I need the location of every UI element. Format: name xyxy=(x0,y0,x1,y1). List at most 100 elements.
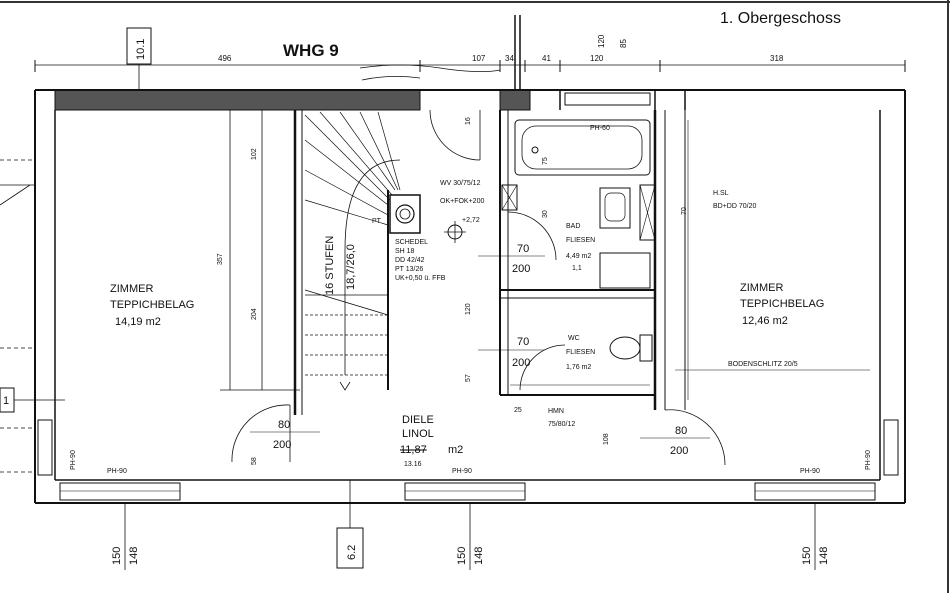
note-bodenschlitz: BODENSCHLITZ 20/5 xyxy=(728,361,798,368)
bottom-dimension-marks xyxy=(124,480,816,570)
dim-318: 318 xyxy=(770,54,784,63)
room-hall-area-old: 11,87 xyxy=(400,444,427,456)
note-uk: UK+0,50 ü. FFB xyxy=(395,275,446,282)
bottom-windows xyxy=(37,92,899,501)
note-pt: PT xyxy=(372,218,382,225)
bath-fixtures xyxy=(501,119,656,386)
bottom-dim-2a: 150 xyxy=(456,547,468,565)
note-dd: DD 42/42 xyxy=(395,257,425,264)
note-hmn-dim: 75/80/12 xyxy=(548,421,575,428)
bath-mark-1-1: 1,1 xyxy=(572,265,582,272)
door2-height: 200 xyxy=(512,357,530,369)
note-hmn: HMN xyxy=(548,408,564,415)
dim-120: 120 xyxy=(590,54,604,63)
note-ph90-2: PH-90 xyxy=(452,468,472,475)
room-right-area: 12,46 m2 xyxy=(742,315,788,327)
outer-walls xyxy=(34,89,906,504)
bottom-dim-3a: 150 xyxy=(801,547,813,565)
dim-75: 75 xyxy=(542,157,549,165)
bottom-dim-3b: 148 xyxy=(818,547,830,565)
floor-title: 1. Obergeschoss xyxy=(720,10,841,27)
door4-width: 80 xyxy=(675,425,687,437)
bottom-dim-2b: 148 xyxy=(473,547,485,565)
note-pt-dim: PT 13/26 xyxy=(395,266,423,273)
dim-107: 107 xyxy=(472,54,486,63)
note-bd: BD+DD 70/20 xyxy=(713,203,756,210)
dim-58: 58 xyxy=(251,457,258,465)
section-6-2: 6.2 xyxy=(346,545,358,560)
note-schedel: SCHEDEL xyxy=(395,239,428,246)
dim-57: 57 xyxy=(465,374,472,382)
note-hsl: H.SL xyxy=(713,190,729,197)
top-wall-hatched xyxy=(54,89,421,111)
door2-width: 70 xyxy=(517,336,529,348)
dim-120-vertical: 120 xyxy=(597,34,606,48)
note-height: +2,72 xyxy=(462,217,480,224)
stairs-ratio-label: 18,7/26,0 xyxy=(345,244,357,290)
dim-85-vertical: 85 xyxy=(619,39,628,48)
note-ph90-left: PH-90 xyxy=(70,450,77,470)
dim-102: 102 xyxy=(251,148,258,160)
left-mark: 1 xyxy=(3,395,9,407)
left-external-lines xyxy=(0,159,35,473)
room-right-name: ZIMMER xyxy=(740,282,783,294)
dim-41: 41 xyxy=(542,54,551,63)
note-ph90-3: PH-90 xyxy=(800,468,820,475)
room-left-area: 14,19 m2 xyxy=(115,316,161,328)
pencil-mark-2 xyxy=(361,76,421,81)
chimney-circle xyxy=(395,204,415,224)
note-ph90-1: PH-90 xyxy=(107,468,127,475)
room-left-floor: TEPPICHBELAG xyxy=(110,299,194,311)
dim-496: 496 xyxy=(218,54,232,63)
door4-height: 200 xyxy=(670,445,688,457)
room-wc-floor: FLIESEN xyxy=(566,349,595,356)
dim-34: 34 xyxy=(505,54,514,63)
room-bath-name: BAD xyxy=(566,223,580,230)
staircase xyxy=(304,111,421,391)
top-pipes xyxy=(514,15,521,90)
note-wv: WV 30/75/12 xyxy=(440,180,481,187)
room-hall-floor: LINOL xyxy=(402,428,434,440)
pencil-mark xyxy=(359,64,501,72)
door3-height: 200 xyxy=(273,439,291,451)
chimney-box xyxy=(389,194,421,234)
door3-width: 80 xyxy=(278,419,290,431)
dim-25: 25 xyxy=(514,407,522,414)
dim-204: 204 xyxy=(251,308,258,320)
stairs-steps-label: 16 STUFEN xyxy=(324,236,336,295)
note-sh: SH 18 xyxy=(395,248,415,255)
unit-label: WHG 9 xyxy=(283,41,339,60)
note-ok: OK+FOK+200 xyxy=(440,198,484,205)
room-bath-floor: FLIESEN xyxy=(566,237,595,244)
room-hall-name: DIELE xyxy=(402,414,434,426)
room-left-name: ZIMMER xyxy=(110,283,153,295)
room-hall-area-new: 13.16 xyxy=(404,461,422,468)
note-ph90-right: PH-90 xyxy=(865,450,872,470)
note-ph60: PH-60 xyxy=(590,125,610,132)
room-hall-unit: m2 xyxy=(448,444,463,456)
ceiling-light-symbol xyxy=(444,221,466,243)
bottom-dim-1a: 150 xyxy=(111,547,123,565)
dim-357: 357 xyxy=(217,253,224,265)
room-wc-name: WC xyxy=(568,335,580,342)
door1-width: 70 xyxy=(517,243,529,255)
interior-walls xyxy=(220,110,686,415)
bottom-dim-1b: 148 xyxy=(128,547,140,565)
dim-120b: 120 xyxy=(465,303,472,315)
room-bath-area: 4,49 m2 xyxy=(566,253,591,260)
section-6-2-box xyxy=(336,527,364,569)
door-swings xyxy=(231,109,726,466)
top-dimension-line: 496 107 34 41 120 318 120 85 xyxy=(34,34,906,72)
dim-70: 70 xyxy=(681,207,688,215)
dim-16: 16 xyxy=(465,117,472,125)
door1-height: 200 xyxy=(512,263,530,275)
dim-30: 30 xyxy=(542,210,549,218)
room-right-floor: TEPPICHBELAG xyxy=(740,298,824,310)
top-wall-segment xyxy=(499,89,531,111)
room-wc-area: 1,76 m2 xyxy=(566,364,591,371)
dim-108: 108 xyxy=(603,433,610,445)
right-wall-dims xyxy=(675,120,870,400)
section-tag-10-1: 10.1 xyxy=(135,39,147,60)
